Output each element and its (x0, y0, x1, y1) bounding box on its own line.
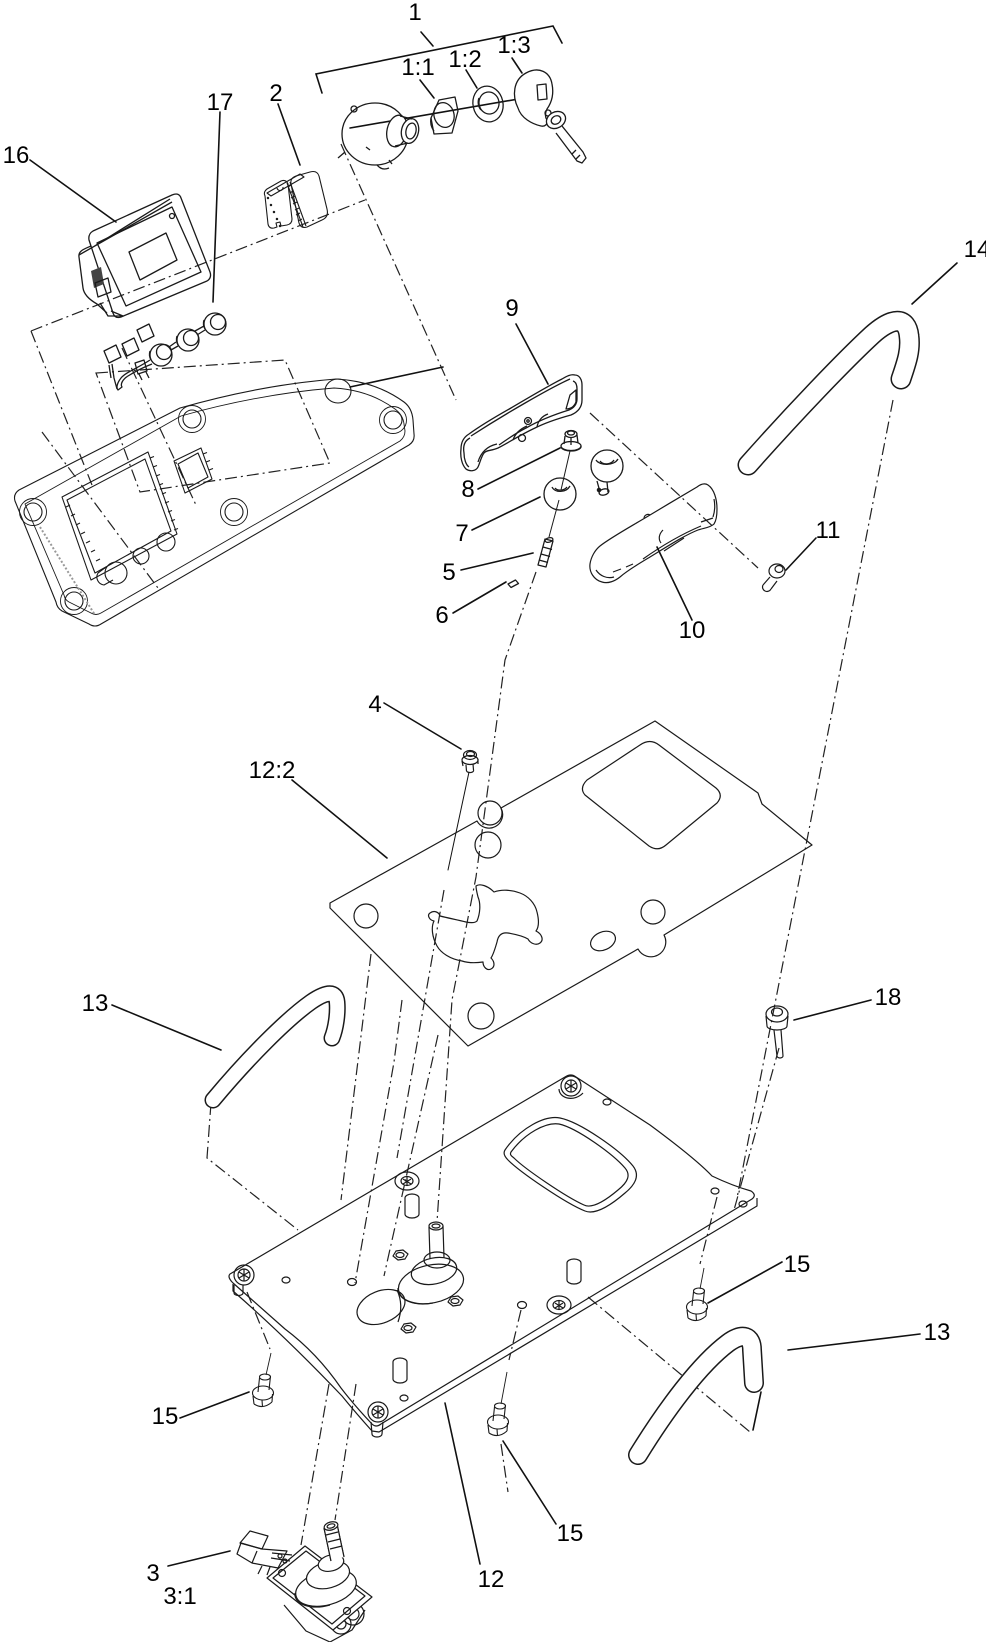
svg-text:5: 5 (442, 559, 455, 586)
svg-text:2: 2 (269, 80, 282, 107)
svg-text:11: 11 (816, 517, 841, 544)
svg-text:8: 8 (461, 476, 474, 503)
svg-text:12: 12 (478, 1566, 505, 1593)
svg-text:6: 6 (435, 602, 448, 629)
svg-text:10: 10 (679, 617, 706, 644)
svg-text:1:3: 1:3 (497, 32, 530, 59)
svg-text:1:1: 1:1 (401, 54, 434, 81)
svg-text:4: 4 (368, 691, 381, 718)
svg-text:13: 13 (82, 990, 109, 1017)
svg-text:17: 17 (207, 89, 234, 116)
svg-text:14: 14 (964, 236, 986, 263)
svg-text:1: 1 (408, 0, 421, 26)
svg-text:15: 15 (784, 1251, 811, 1278)
svg-text:9: 9 (505, 295, 518, 322)
svg-text:15: 15 (557, 1520, 584, 1547)
svg-text:3:1: 3:1 (163, 1583, 196, 1610)
svg-text:1:2: 1:2 (448, 46, 481, 73)
svg-text:3: 3 (146, 1560, 159, 1587)
svg-text:12:2: 12:2 (249, 757, 296, 784)
svg-text:13: 13 (924, 1319, 951, 1346)
svg-text:7: 7 (455, 520, 468, 547)
svg-text:18: 18 (875, 984, 902, 1011)
svg-text:15: 15 (152, 1403, 179, 1430)
svg-text:16: 16 (3, 142, 30, 169)
